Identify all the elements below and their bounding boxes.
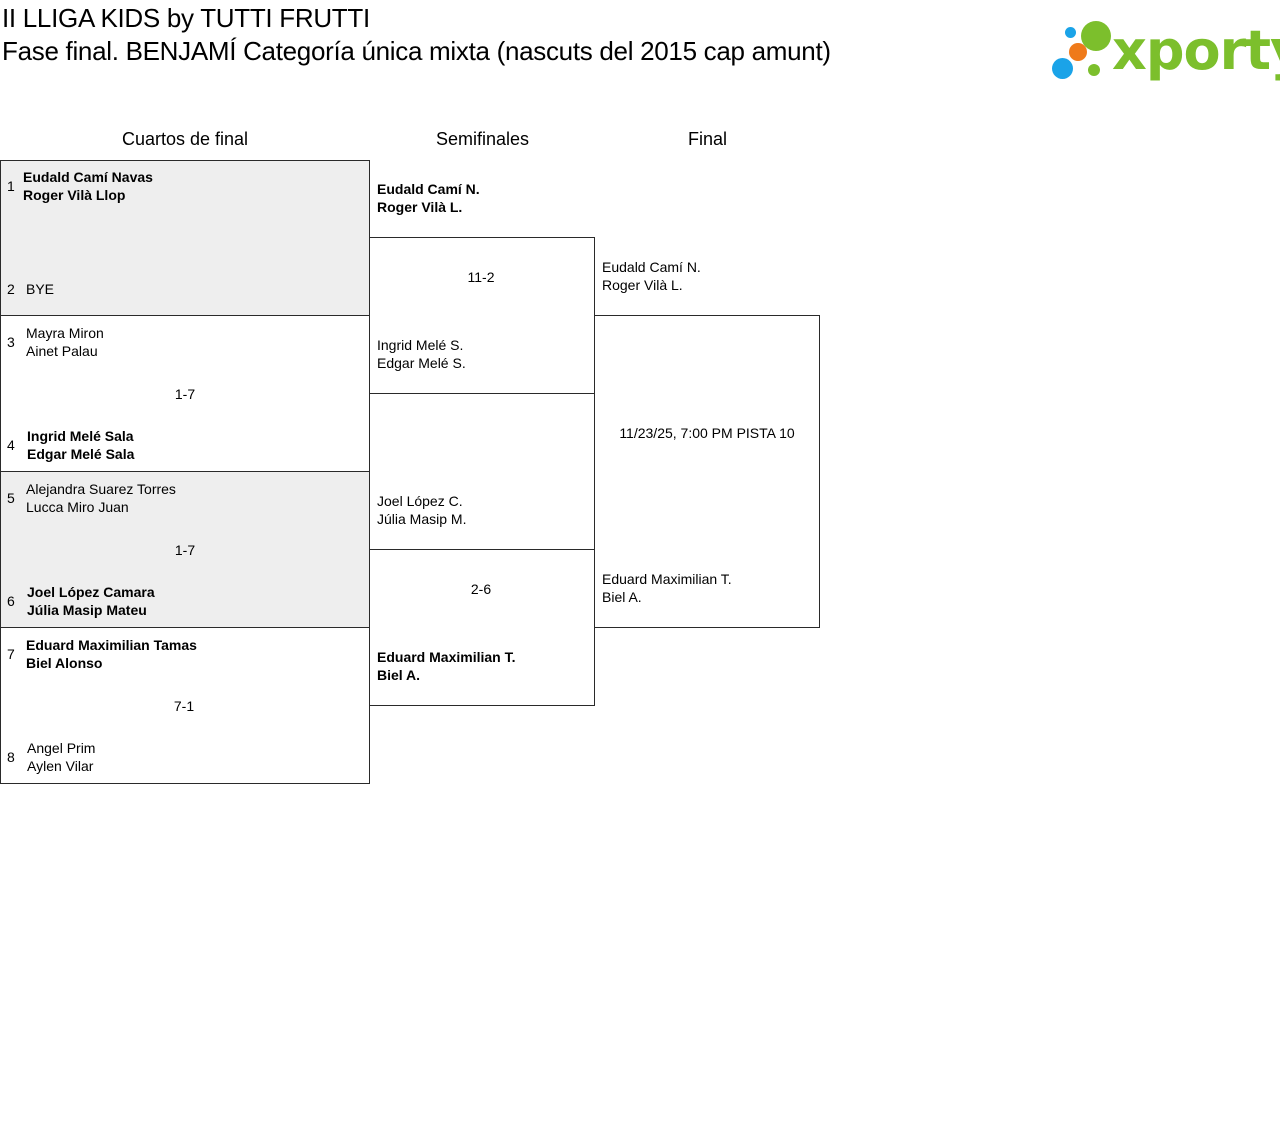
final-schedule: 11/23/25, 7:00 PM PISTA 10 <box>619 425 795 441</box>
logo-text: xporty <box>1112 19 1280 82</box>
final-team: Eudald Camí N. Roger Vilà L. <box>602 259 701 293</box>
final-match[interactable] <box>594 315 820 628</box>
seed-number: 1 <box>7 178 15 194</box>
match-score: 1-7 <box>174 542 196 558</box>
seed-number: 7 <box>7 646 15 662</box>
quarterfinal-team-bye: BYE <box>26 281 55 297</box>
round-header-final: Final <box>687 129 727 149</box>
semifinal-team: Eudald Camí N. Roger Vilà L. <box>377 181 480 215</box>
quarterfinal-team: Eudald Camí Navas Roger Vilà Llop <box>23 169 153 203</box>
match-score: 1-7 <box>174 386 196 402</box>
logo-dot-blue <box>1052 58 1073 79</box>
quarterfinal-team: Eduard Maximilian Tamas Biel Alonso <box>26 637 197 671</box>
xporty-logo: xporty <box>1052 20 1280 84</box>
semifinal-team: Eduard Maximilian T. Biel A. <box>377 649 516 683</box>
quarterfinal-team: Angel Prim Aylen Vilar <box>27 740 96 774</box>
quarterfinal-team: Alejandra Suarez Torres Lucca Miro Juan <box>26 481 176 515</box>
quarterfinal-match-1[interactable] <box>0 160 370 316</box>
round-header-quarterfinals: Cuartos de final <box>121 129 249 149</box>
phase-subtitle: Fase final. BENJAMÍ Categoría única mixt… <box>2 36 831 66</box>
logo-dot-small-green <box>1088 64 1100 76</box>
seed-number: 8 <box>7 749 15 765</box>
round-header-semifinals: Semifinales <box>435 129 530 149</box>
seed-number: 4 <box>7 437 15 453</box>
final-team: Eduard Maximilian T. Biel A. <box>602 571 732 605</box>
logo-dot-orange <box>1069 43 1087 61</box>
seed-number: 6 <box>7 593 15 609</box>
logo-dot-large-green <box>1081 21 1111 51</box>
match-score: 2-6 <box>470 581 492 597</box>
seed-number: 2 <box>7 281 15 297</box>
seed-number: 5 <box>7 490 15 506</box>
semifinal-team: Ingrid Melé S. Edgar Melé S. <box>377 337 466 371</box>
seed-number: 3 <box>7 334 15 350</box>
tournament-title: II LLIGA KIDS by TUTTI FRUTTI <box>2 3 370 33</box>
logo-dot-small-blue <box>1065 27 1076 38</box>
quarterfinal-team: Joel López Camara Júlia Masip Mateu <box>27 584 155 618</box>
quarterfinal-team: Ingrid Melé Sala Edgar Melé Sala <box>27 428 135 462</box>
match-score: 7-1 <box>173 698 195 714</box>
quarterfinal-team: Mayra Miron Ainet Palau <box>26 325 104 359</box>
semifinal-team: Joel López C. Júlia Masip M. <box>377 493 467 527</box>
match-score: 11-2 <box>467 269 495 285</box>
